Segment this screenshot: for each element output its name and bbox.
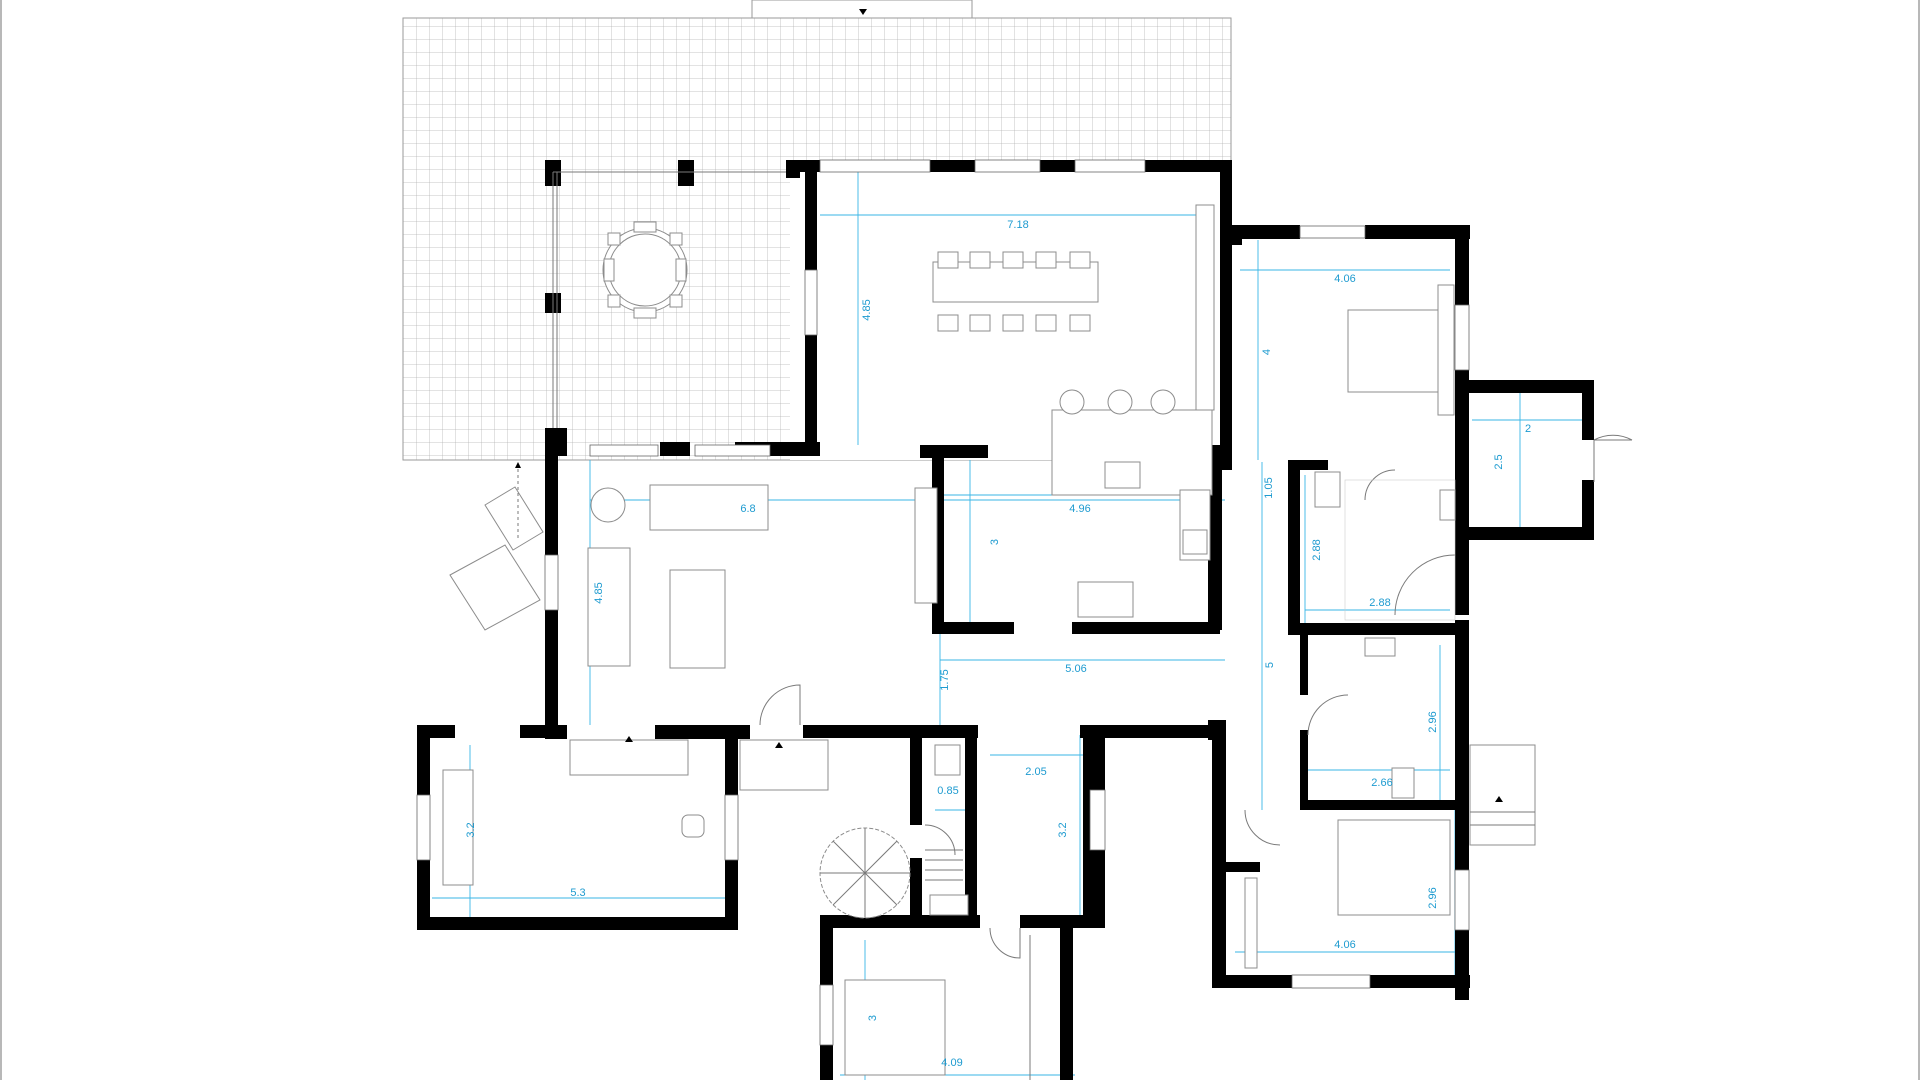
chair-icon: [937, 251, 1091, 332]
dim-bedroom2-depth: 2.96: [1427, 887, 1439, 908]
dim-bath2-height: 2.96: [1427, 711, 1439, 732]
entry-steps: [1469, 744, 1536, 846]
dim-bedroom3-depth: 3: [867, 1015, 879, 1021]
dim-bath2-width: 2.66: [1371, 777, 1392, 789]
lounge-chair-outdoor: [449, 462, 544, 631]
dim-kitchen-depth: 3: [989, 539, 1001, 545]
sink-icon: [1104, 461, 1141, 489]
sink-icon: [1364, 637, 1396, 657]
dim-corridor-width: 5.06: [1065, 663, 1086, 675]
terrace: [402, 0, 1235, 461]
dimension-labels: 7.18 4.85 4.06 4 2 2.5 1.05 2.88 2.88 5 …: [465, 219, 1531, 1069]
bed-icon: [1347, 309, 1449, 393]
furniture: [442, 204, 1633, 1080]
dim-bedroom2-width: 4.06: [1334, 939, 1355, 951]
dim-hall-length: 5: [1264, 662, 1276, 668]
dim-bath-width: 2.88: [1369, 597, 1390, 609]
windows: [416, 159, 1470, 1046]
coffee-table: [669, 569, 726, 669]
toilet-icon: [1314, 471, 1341, 508]
spiral-stair-icon: [819, 827, 911, 919]
dim-bedroom1-width: 4.06: [1334, 273, 1355, 285]
sink-icon: [929, 894, 969, 916]
dim-bath-height: 2.88: [1311, 539, 1323, 560]
toilet-icon: [1391, 767, 1415, 799]
pergola: [545, 160, 787, 430]
entry-arrow-icon: [859, 9, 867, 15]
dim-bedroom1-depth: 4: [1261, 349, 1273, 355]
dim-room-mid-depth: 3.2: [1057, 822, 1069, 837]
toilet-icon: [934, 744, 961, 776]
dim-study-width: 5.3: [570, 887, 585, 899]
dim-storage-width: 2: [1525, 423, 1531, 435]
dim-bedroom3-width: 4.09: [941, 1057, 962, 1069]
dim-wc-width: 0.85: [937, 785, 958, 797]
wc-steps: [925, 849, 963, 881]
dim-storage-depth: 2.5: [1493, 454, 1505, 469]
desk: [569, 739, 689, 776]
dim-study-depth: 3.2: [465, 822, 477, 837]
dim-dining-depth: 4.85: [861, 299, 873, 320]
dim-kitchen-width: 4.96: [1069, 503, 1090, 515]
dim-hall-gap: 1.05: [1263, 477, 1275, 498]
bed-icon: [844, 979, 946, 1076]
dim-room-mid-width: 2.05: [1025, 766, 1046, 778]
sofa-icon: [649, 484, 769, 531]
chair-icon: [681, 814, 705, 838]
round-table: [602, 221, 688, 319]
sofa-icon: [442, 769, 474, 886]
sofa-side: [587, 547, 631, 667]
bed-icon: [1337, 819, 1451, 916]
dim-dining-width: 7.18: [1007, 219, 1028, 231]
dim-corridor-depth: 1.75: [939, 669, 951, 690]
dim-living-width: 6.8: [740, 503, 755, 515]
stove: [1182, 529, 1208, 555]
dim-living-depth: 4.85: [593, 582, 605, 603]
